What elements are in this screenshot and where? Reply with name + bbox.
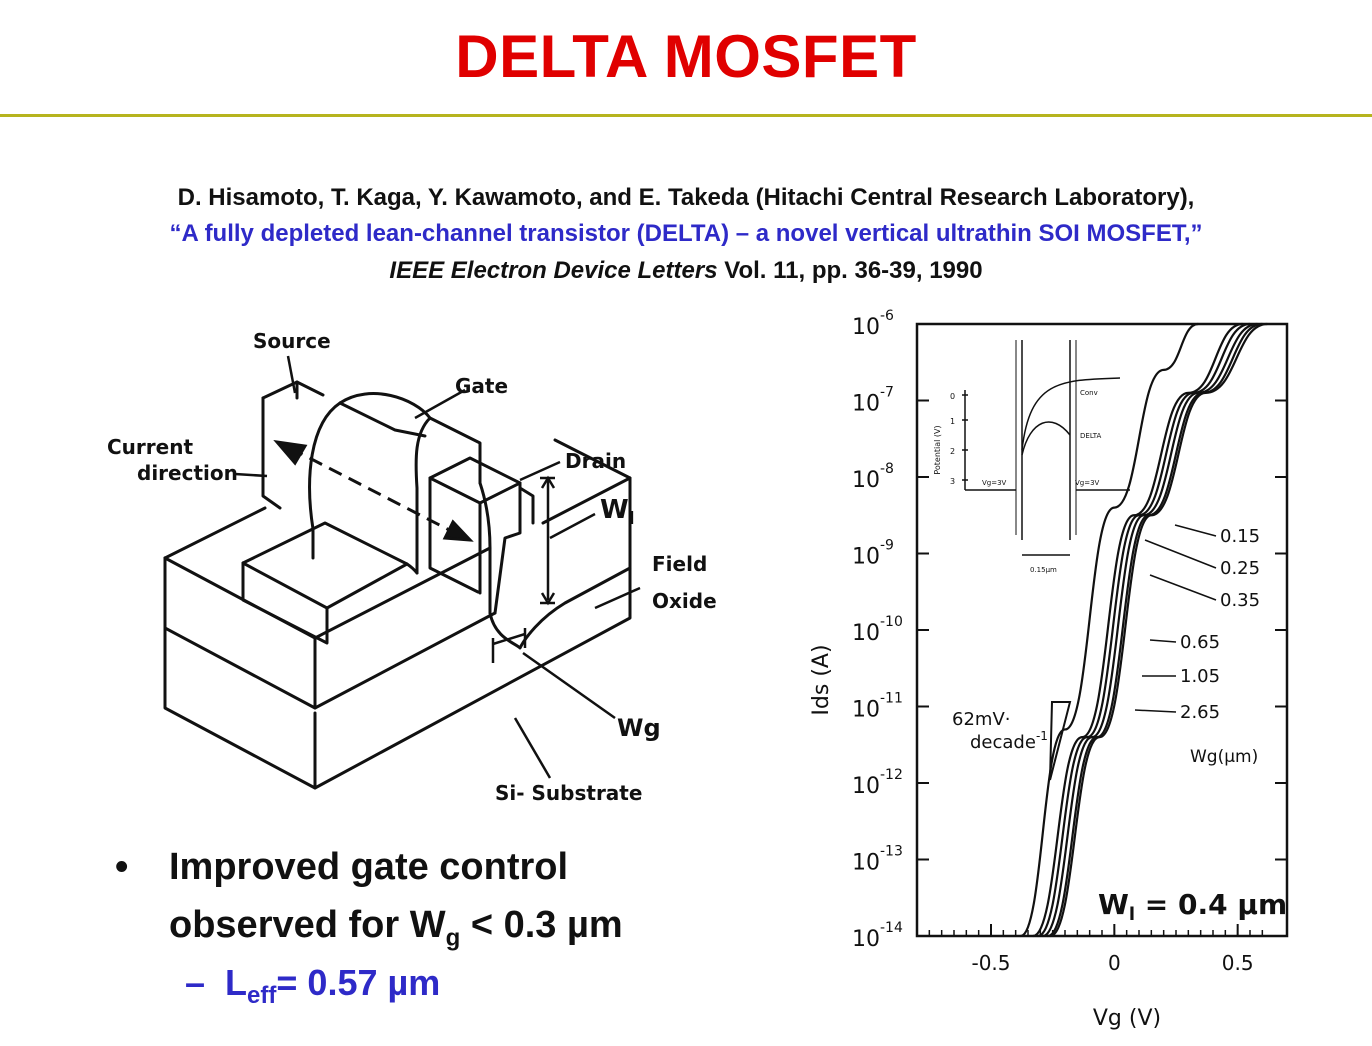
series-label-0.35: 0.35 [1220, 590, 1260, 611]
y-tick-label: 10-10 [852, 614, 903, 646]
wl-value-label: Wl = 0.4 µm [1098, 888, 1287, 925]
sub-bullet-leff: – Leff= 0.57 µm [185, 962, 441, 1010]
label-gate: Gate [455, 374, 508, 398]
slide-title: DELTA MOSFET [455, 23, 917, 90]
series-label-0.65: 0.65 [1180, 632, 1220, 653]
label-drain: Drain [565, 449, 626, 473]
slope-label-1: 62mV· [952, 709, 1010, 730]
x-axis-label: Vg (V) [1093, 1006, 1161, 1031]
series-line-1.05 [1047, 322, 1263, 938]
legend-title: Wg(µm) [1190, 747, 1258, 767]
series-leader [1144, 539, 1217, 569]
reference-authors: D. Hisamoto, T. Kaga, Y. Kawamoto, and E… [177, 184, 1195, 211]
series-label-0.15: 0.15 [1220, 526, 1260, 547]
series-leader [1174, 524, 1217, 537]
inset-tick-3: 3 [950, 477, 955, 486]
slope-triangle [1049, 701, 1072, 781]
inset-tick-2: 2 [950, 447, 955, 456]
series-leader [1149, 639, 1177, 643]
delta-device-diagram: Source Gate Current direction Drain Wl F… [107, 329, 717, 805]
label-wl: Wl [600, 495, 635, 529]
inset-vg-left: Vg=3V [982, 479, 1007, 487]
series-line-0.65 [1042, 322, 1258, 938]
series-label-2.65: 2.65 [1180, 702, 1220, 723]
label-wg: Wg [617, 714, 661, 742]
inset-tick-1: 1 [950, 417, 955, 426]
x-tick-label: -0.5 [971, 951, 1010, 975]
y-tick-label: 10-14 [852, 920, 903, 952]
y-tick-label: 10-11 [852, 691, 903, 723]
label-current-1: Current [107, 435, 193, 459]
inset-delta: DELTA [1080, 432, 1101, 440]
bullet-gate-control: • Improved gate control observed for Wg … [115, 838, 623, 968]
reference-paper-title: “A fully depleted lean-channel transisto… [169, 220, 1203, 247]
series-label-0.25: 0.25 [1220, 558, 1260, 579]
series-label-1.05: 1.05 [1180, 666, 1220, 687]
y-tick-label: 10-9 [852, 538, 894, 570]
y-tick-label: 10-13 [852, 844, 903, 876]
title-divider [0, 114, 1372, 117]
series-line-0.15 [1020, 322, 1199, 938]
x-tick-label: 0.5 [1222, 951, 1254, 975]
series-line-0.35 [1037, 322, 1251, 938]
ids-vg-chart: 10-6 10-7 10-8 10-9 10-10 10-11 10-12 10-13 10-1… [809, 308, 1289, 1031]
x-tick-label: 0 [1108, 951, 1121, 975]
slope-label-2: decade-1 [970, 729, 1048, 753]
label-oxide: Oxide [652, 589, 717, 613]
label-source: Source [253, 329, 331, 353]
label-field: Field [652, 552, 707, 576]
inset-width: 0.15µm [1030, 566, 1057, 574]
y-axis-label: Ids (A) [809, 644, 834, 715]
series-leader [1149, 574, 1217, 601]
label-current-2: direction [137, 461, 238, 485]
y-tick-label: 10-8 [852, 461, 894, 493]
series-line-0.25 [1032, 322, 1243, 938]
reference-journal-line: IEEE Electron Device Letters Vol. 11, pp… [0, 257, 1372, 285]
plot-frame [915, 322, 1289, 938]
y-tick-label: 10-12 [852, 767, 903, 799]
inset-ylabel: Potential (V) [933, 425, 942, 474]
series-leader [1134, 709, 1177, 713]
bullet-line-1: Improved gate control [169, 846, 569, 888]
reference-details: Vol. 11, pp. 36-39, 1990 [717, 257, 983, 284]
inset-vg-right: Vg=3V [1075, 479, 1100, 487]
y-tick-label: 10-7 [852, 385, 894, 417]
inset-tick-0: 0 [950, 392, 955, 401]
reference-journal: IEEE Electron Device Letters [389, 257, 718, 284]
y-tick-label: 10-6 [852, 308, 894, 340]
bullet-line-2: observed for Wg < 0.3 µm [169, 904, 623, 952]
bullet-dot: • [115, 846, 129, 888]
potential-inset [962, 340, 1130, 556]
label-substrate: Si- Substrate [495, 781, 642, 805]
inset-conv: Conv [1080, 389, 1098, 397]
series-line-2.65 [1049, 322, 1268, 938]
